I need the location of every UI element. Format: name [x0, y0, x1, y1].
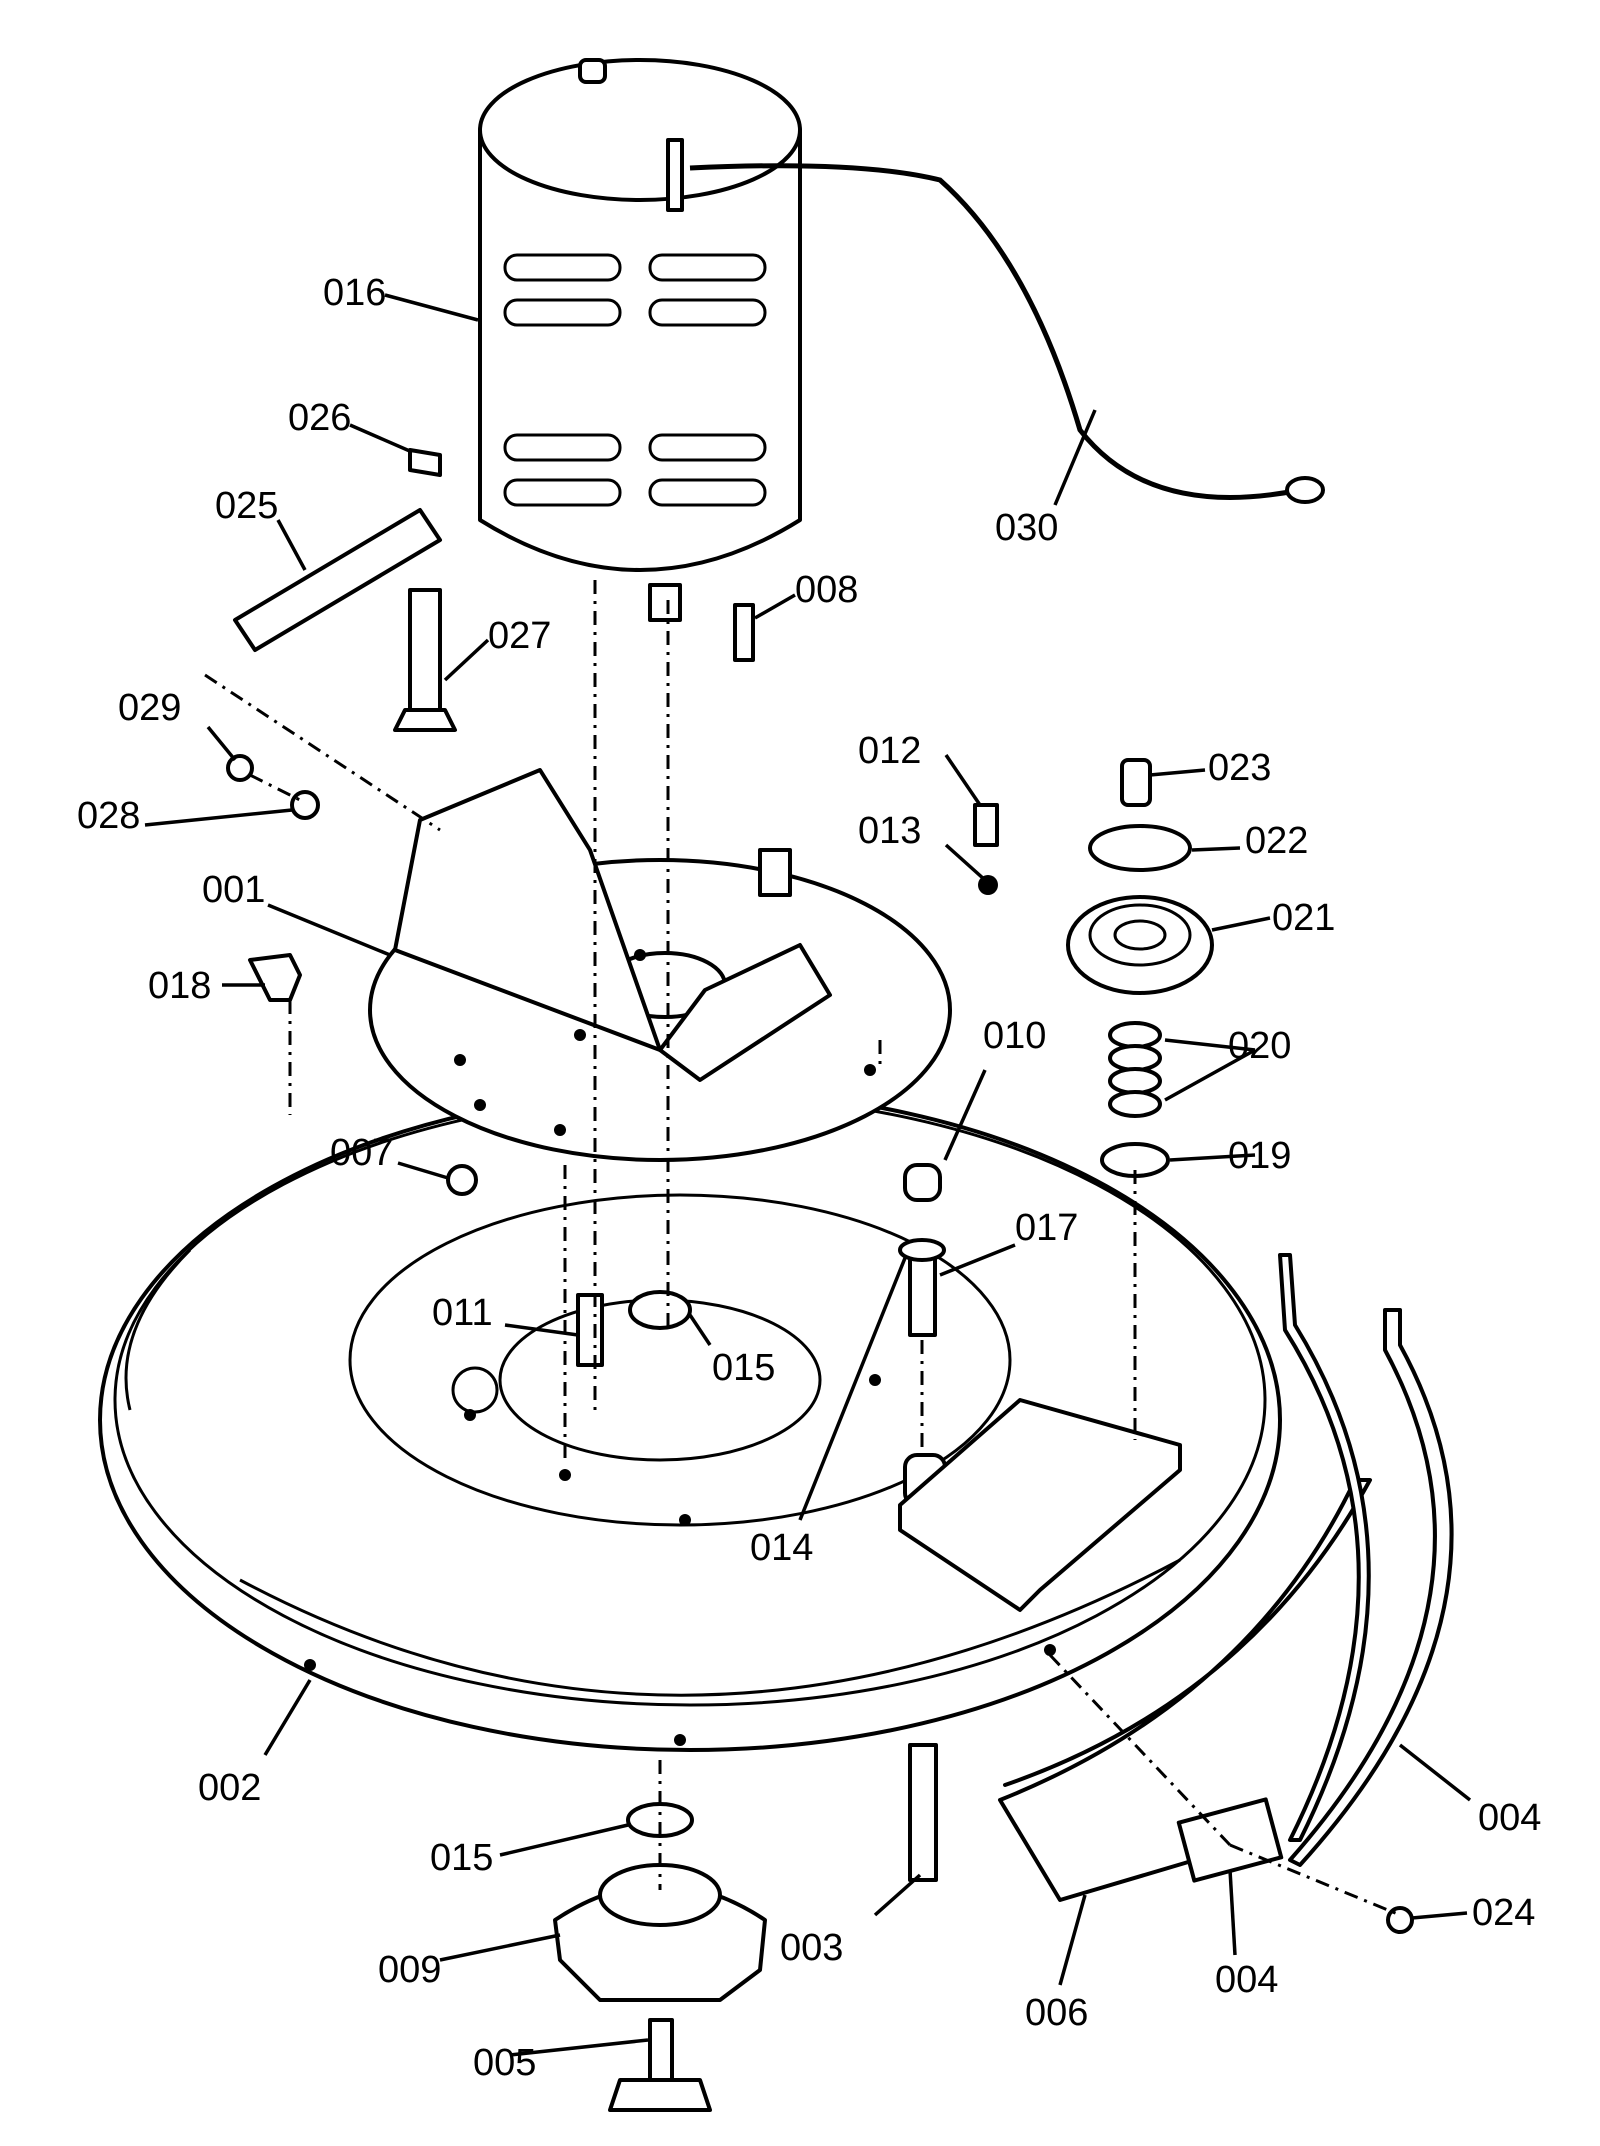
clip-004-part	[1176, 1797, 1284, 1883]
spring-017-part	[908, 1248, 937, 1337]
callout-019: 019	[1228, 1135, 1291, 1177]
callout-003: 003	[780, 1927, 843, 1969]
bumper-strip-part	[1278, 1253, 1371, 1842]
callout-014: 014	[750, 1527, 813, 1569]
callout-015-upper: 015	[712, 1347, 775, 1389]
spring-washers-020-part	[1108, 1021, 1162, 1118]
callout-009: 009	[378, 1949, 441, 1991]
callout-002: 002	[198, 1767, 261, 1809]
knob-010-part	[903, 1163, 942, 1202]
washer-014-part	[898, 1238, 946, 1262]
callout-023: 023	[1208, 747, 1271, 789]
washer-015a-part	[628, 1290, 692, 1330]
screw-023-part	[1120, 758, 1152, 807]
callout-008: 008	[795, 569, 858, 611]
callout-026: 026	[288, 397, 351, 439]
callout-011: 011	[432, 1292, 493, 1334]
alignment-lines	[204, 580, 1401, 1917]
bracket-arm-part	[233, 448, 457, 732]
callout-025: 025	[215, 485, 278, 527]
callout-018: 018	[148, 965, 211, 1007]
bolt-005-part	[608, 2018, 712, 2112]
callout-015-lower: 015	[430, 1837, 493, 1879]
nut-029-part	[226, 754, 254, 782]
callout-021: 021	[1272, 897, 1335, 939]
callout-006: 006	[1025, 1992, 1088, 2034]
callout-022: 022	[1245, 820, 1308, 862]
ground-wire-part	[689, 163, 1301, 500]
bumper-strip-outer-part	[1288, 1308, 1454, 1867]
screw-024-part	[1386, 1906, 1414, 1934]
callout-labels: 016 030 026 025 027 008 029 028 012 013 …	[77, 272, 1541, 2084]
mount-plate-part	[368, 768, 952, 1162]
callout-005: 005	[473, 2042, 536, 2084]
wheel-021-part	[1066, 895, 1214, 995]
callout-016: 016	[323, 272, 386, 314]
callout-017: 017	[1015, 1207, 1078, 1249]
callout-012: 012	[858, 730, 921, 772]
callout-010: 010	[983, 1015, 1046, 1057]
blade-adapter-009-part	[553, 1863, 767, 2002]
callout-030: 030	[995, 507, 1058, 549]
callout-004-clip: 004	[1215, 1959, 1278, 2001]
nut-007-part	[446, 1164, 478, 1196]
washer-028-part	[290, 790, 320, 820]
elbow-018-part	[248, 953, 302, 1002]
callout-027: 027	[488, 615, 551, 657]
callout-013: 013	[858, 810, 921, 852]
callout-004-strip: 004	[1478, 1797, 1541, 1839]
callout-020: 020	[1228, 1025, 1291, 1067]
pin-003-part	[908, 1743, 938, 1882]
motor-part	[478, 58, 802, 622]
washer-022-part	[1088, 824, 1192, 872]
wire-terminal	[1285, 476, 1325, 504]
callout-024: 024	[1472, 1892, 1535, 1934]
callout-007: 007	[330, 1132, 393, 1174]
bolt-011-part	[576, 1293, 604, 1367]
callout-001: 001	[202, 869, 265, 911]
callout-028: 028	[77, 795, 140, 837]
leader-lines	[144, 293, 1472, 2057]
deck-part	[98, 1088, 1282, 1752]
callout-029: 029	[118, 687, 181, 729]
screw-012-part	[973, 803, 999, 847]
key-part	[733, 603, 755, 662]
blade-mount-bracket	[898, 1398, 1182, 1612]
